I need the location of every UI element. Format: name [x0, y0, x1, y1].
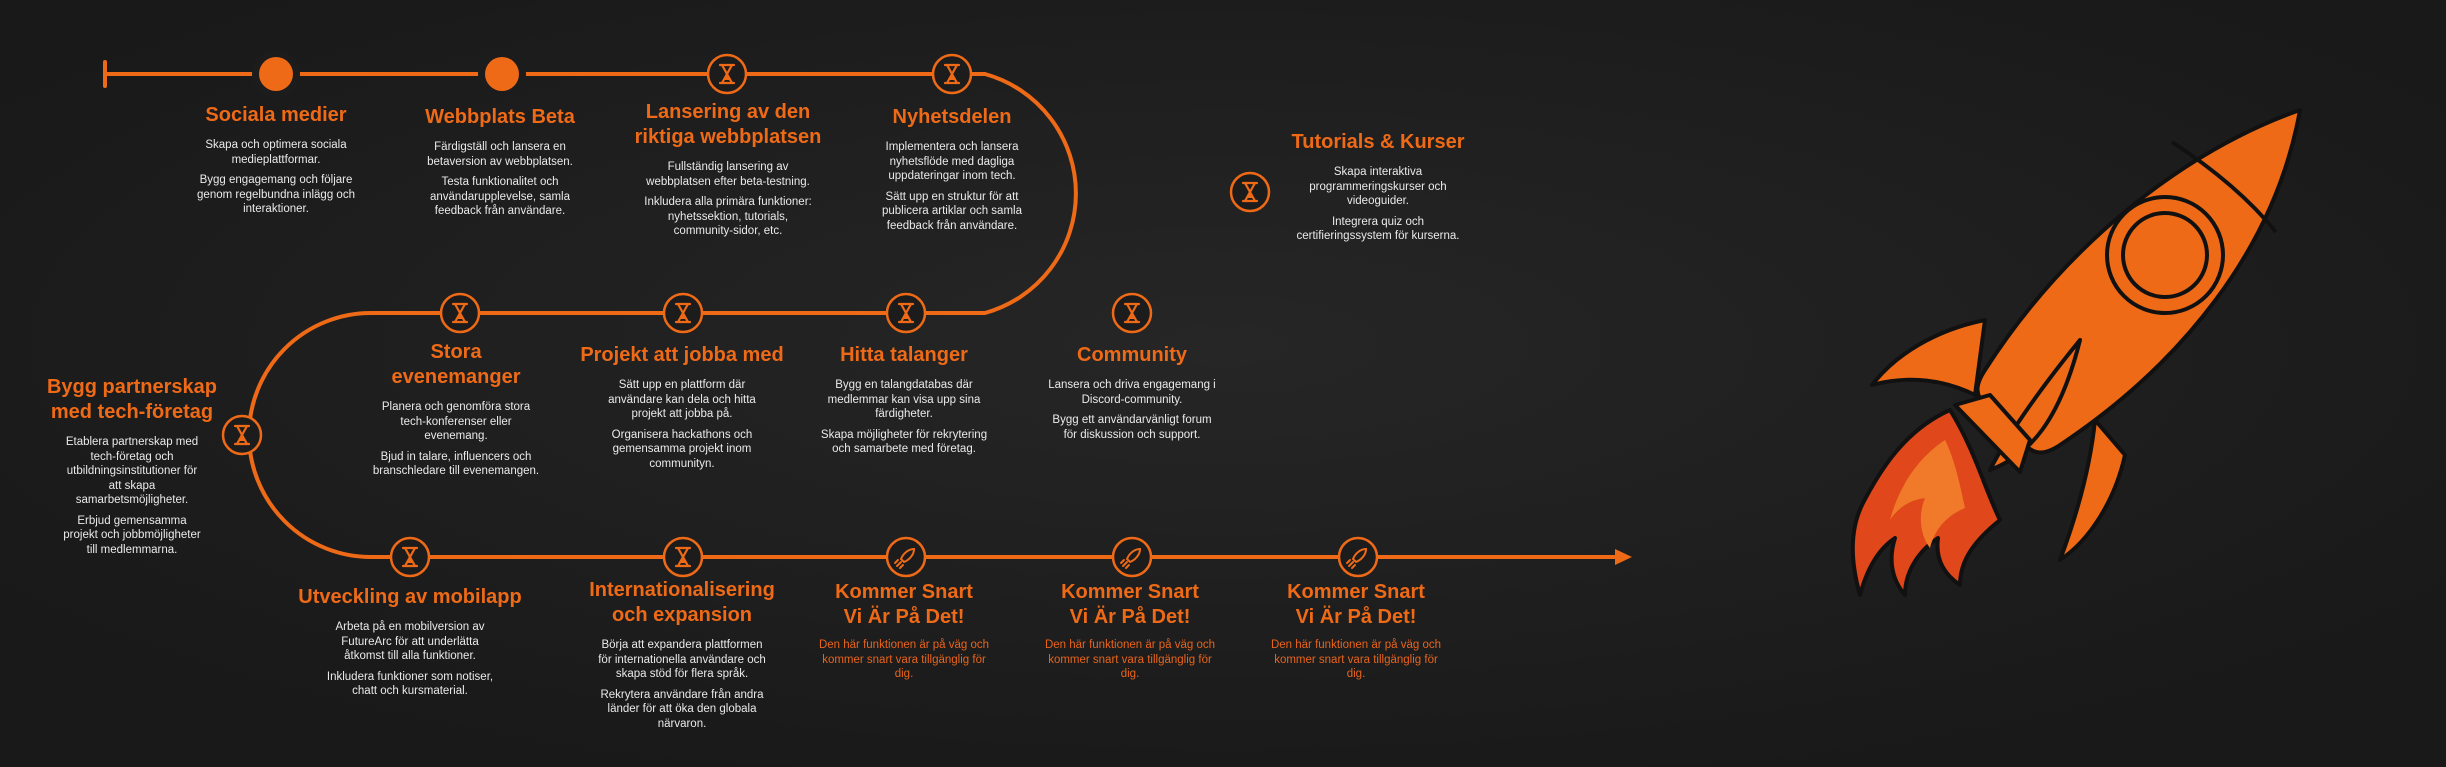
milestone-title: Nyhetsdelen: [892, 106, 1012, 128]
milestone-description: Bygg ett användarvänligt forum för disku…: [1052, 414, 1212, 441]
milestone-description: Bygg en talangdatabas där medlemmar kan …: [827, 379, 981, 420]
milestone-title: Tutorials & Kurser: [1291, 131, 1465, 153]
milestone-description: Bygg engagemang och följare genom regelb…: [197, 174, 355, 215]
rocket-illustration: [1850, 108, 2302, 597]
milestone-title: Kommer Snart Vi Är På Det!: [1287, 581, 1425, 628]
timeline-path: [103, 60, 1617, 559]
hourglass-icon: [221, 414, 263, 456]
milestone-description: Den här funktionen är på väg och kommer …: [818, 639, 990, 680]
hourglass-icon: [662, 292, 704, 334]
milestone-description: Organisera hackathons och gemensamma pro…: [611, 428, 753, 470]
milestone-title: Bygg partnerskap med tech-företag: [46, 376, 218, 423]
milestone-description: Skapa interaktiva programmeringskurser o…: [1309, 166, 1447, 207]
hourglass-icon: [389, 536, 431, 578]
dot-icon: [478, 50, 526, 98]
milestone-description: Inkludera alla primära funktioner: nyhet…: [644, 196, 812, 237]
milestone-description: Skapa och optimera sociala medieplattfor…: [205, 139, 347, 166]
milestone-description: Sätt upp en plattform där användare kan …: [608, 379, 756, 420]
milestone-description: Etablera partnerskap med tech-företag oc…: [65, 436, 199, 506]
milestone-title: Utveckling av mobilapp: [298, 586, 522, 608]
milestone-description: Bjud in talare, influencers och branschl…: [372, 450, 540, 478]
milestone-card: Kommer Snart Vi Är På Det! Den här funkti…: [754, 580, 1054, 688]
hourglass-icon: [931, 53, 973, 95]
hourglass-icon: [1229, 171, 1271, 213]
milestone-description: Planera och genomföra stora tech-konfere…: [381, 401, 531, 442]
milestone-title: Projekt att jobba med: [580, 344, 784, 366]
milestone-title: Stora evenemanger: [391, 341, 521, 388]
milestone-description: Erbjud gemensamma projekt och jobbmöjlig…: [63, 514, 201, 556]
milestone-description: Inkludera funktioner som notiser, chatt …: [326, 670, 494, 698]
milestone-title: Kommer Snart Vi Är På Det!: [1061, 581, 1199, 628]
milestone-description: Den här funktionen är på väg och kommer …: [1270, 639, 1442, 680]
milestone-card: Kommer Snart Vi Är På Det! Den här funkti…: [1206, 580, 1506, 688]
hourglass-icon: [706, 53, 748, 95]
milestone-title: Webbplats Beta: [425, 106, 575, 128]
milestone-description: Rekrytera användare från andra länder fö…: [600, 688, 764, 730]
hourglass-icon: [885, 292, 927, 334]
milestone-description: Färdigställ och lansera en betaversion a…: [427, 141, 573, 168]
hourglass-icon: [439, 292, 481, 334]
rocket-icon: [885, 536, 927, 578]
milestone-description: Arbeta på en mobilversion av FutureArc f…: [335, 621, 485, 662]
milestone-description: Skapa möjligheter för rekrytering och sa…: [820, 428, 988, 456]
milestone-description: Fullständig lansering av webbplatsen eft…: [646, 161, 810, 188]
hourglass-icon: [1111, 292, 1153, 334]
hourglass-icon: [662, 536, 704, 578]
milestone-description: Implementera och lansera nyhetsflöde med…: [885, 141, 1019, 182]
milestone-description: Den här funktionen är på väg och kommer …: [1044, 639, 1216, 680]
milestone-description: Sätt upp en struktur för att publicera a…: [882, 190, 1022, 232]
milestone-title: Community: [1077, 344, 1187, 366]
milestone-title: Internationalisering och expansion: [589, 579, 775, 626]
milestone-description: Integrera quiz och certifieringssystem f…: [1296, 215, 1460, 243]
rocket-icon: [1337, 536, 1379, 578]
milestone-description: Börja att expandera plattformen för inte…: [598, 639, 766, 680]
milestone-title: Sociala medier: [205, 104, 347, 126]
milestone-title: Kommer Snart Vi Är På Det!: [835, 581, 973, 628]
timeline-arrowhead: [1615, 549, 1632, 565]
dot-icon: [252, 50, 300, 98]
milestone-title: Lansering av den riktiga webbplatsen: [634, 101, 822, 148]
milestone-card: Kommer Snart Vi Är På Det! Den här funkti…: [980, 580, 1280, 688]
milestone-title: Hitta talanger: [840, 344, 968, 366]
milestone-description: Lansera och driva engagemang i Discord-c…: [1048, 379, 1216, 406]
rocket-icon: [1111, 536, 1153, 578]
milestone-description: Testa funktionalitet och användaruppleve…: [429, 176, 570, 217]
